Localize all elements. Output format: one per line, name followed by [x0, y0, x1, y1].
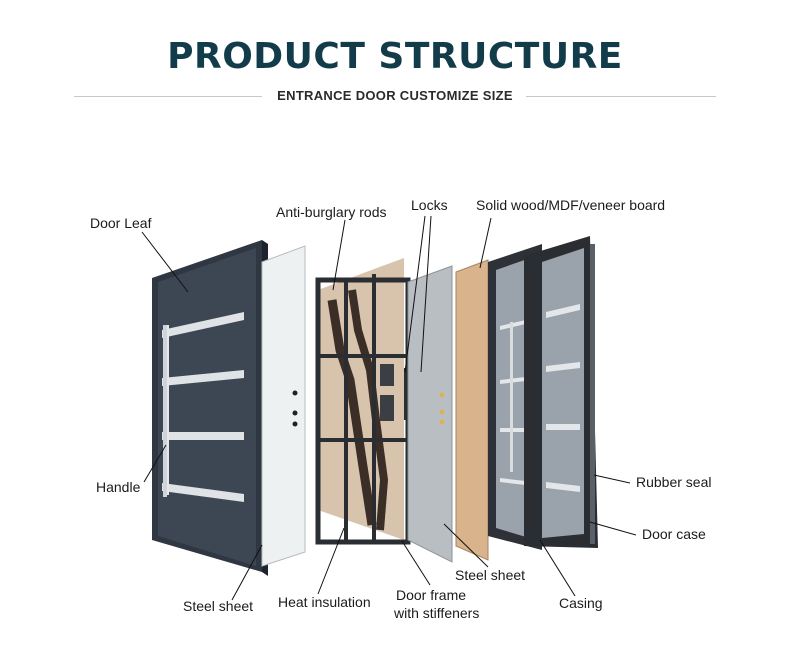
door-leaf	[152, 240, 268, 576]
label-locks: Locks	[411, 197, 448, 213]
label-door-leaf: Door Leaf	[90, 215, 152, 231]
label-door-case: Door case	[642, 526, 706, 542]
solid-wood-board	[455, 259, 489, 561]
leader-steel-sheet-left	[231, 544, 263, 601]
label-casing: Casing	[559, 595, 603, 611]
steel-sheet-front	[261, 245, 306, 567]
page-title: PRODUCT STRUCTURE	[167, 36, 623, 77]
divider-right	[526, 96, 716, 97]
leader-solid-wood	[479, 217, 492, 269]
door-frame-with-stiffeners	[315, 258, 411, 545]
leader-rubber-seal	[593, 474, 631, 484]
label-solid-wood: Solid wood/MDF/veneer board	[476, 197, 666, 213]
leader-door-frame	[401, 540, 431, 586]
leader-handle	[143, 444, 167, 483]
label-anti-burglary-rods: Anti-burglary rods	[276, 204, 387, 220]
leader-steel-sheet-right	[443, 523, 489, 568]
label-steel-sheet-left: Steel sheet	[183, 598, 254, 614]
leader-lines	[141, 215, 637, 601]
leader-heat-insulation	[317, 527, 345, 595]
leader-anti-burglary	[332, 219, 346, 291]
rubber-seal	[590, 244, 595, 544]
label-heat-insulation: Heat insulation	[278, 594, 371, 610]
label-handle: Handle	[96, 479, 141, 495]
leader-locks-1	[404, 215, 426, 373]
leader-door-case	[589, 521, 637, 536]
handle	[163, 325, 167, 497]
subtitle: ENTRANCE DOOR CUSTOMIZE SIZE	[277, 88, 513, 103]
leader-door-leaf	[141, 231, 189, 293]
label-steel-sheet-right: Steel sheet	[455, 567, 526, 583]
door-case	[524, 236, 598, 548]
steel-sheet-back	[407, 265, 453, 563]
label-door-frame: Door frame	[396, 587, 467, 603]
leader-locks-2	[420, 215, 432, 373]
label-rubber-seal: Rubber seal	[636, 474, 712, 490]
label-door-frame-stiffeners: with stiffeners	[394, 605, 480, 621]
divider-left	[74, 96, 262, 97]
leader-casing	[539, 539, 576, 597]
